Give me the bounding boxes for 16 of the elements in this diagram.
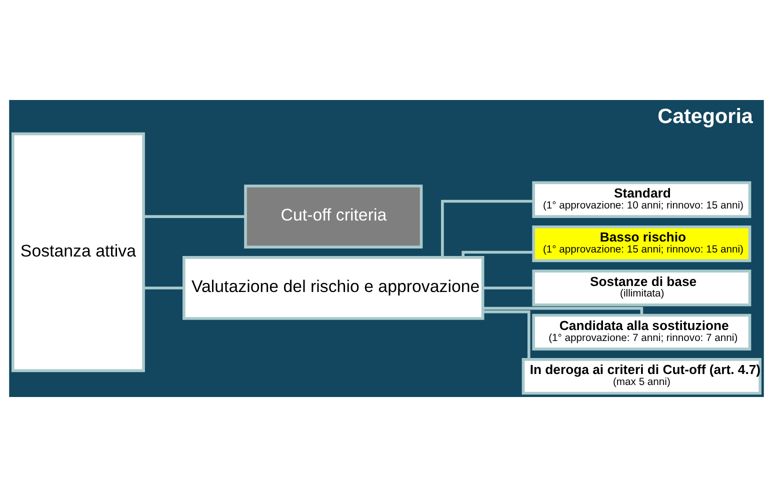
node-box: Valutazione del rischio e approvazione — [182, 256, 484, 320]
connector — [144, 286, 184, 290]
node-box: Sostanza attiva — [12, 132, 145, 372]
node-box: Candidata alla sostituzione (1° approvazione: 7 anni; rinnovo: 7 anni) — [532, 314, 752, 350]
node-box: Basso rischio (1° approvazione: 15 anni; rinnovo: 15 anni) — [532, 225, 752, 262]
node-box: Cut-off criteria — [244, 184, 423, 248]
diagram-title: Categoria — [658, 105, 753, 128]
connector — [483, 310, 530, 360]
connector — [483, 286, 534, 290]
node-box: Sostanze di base (illimitata) — [532, 270, 752, 306]
connector — [462, 250, 534, 258]
connector — [483, 306, 644, 316]
node-box: In deroga ai criteri di Cut-off (art. 4.7) (max 5 anni) — [522, 358, 762, 395]
connector — [144, 215, 246, 218]
node-box: Standard (1° approvazione: 10 anni; rinnovo: 15 anni) — [532, 181, 752, 218]
connector — [441, 200, 534, 258]
